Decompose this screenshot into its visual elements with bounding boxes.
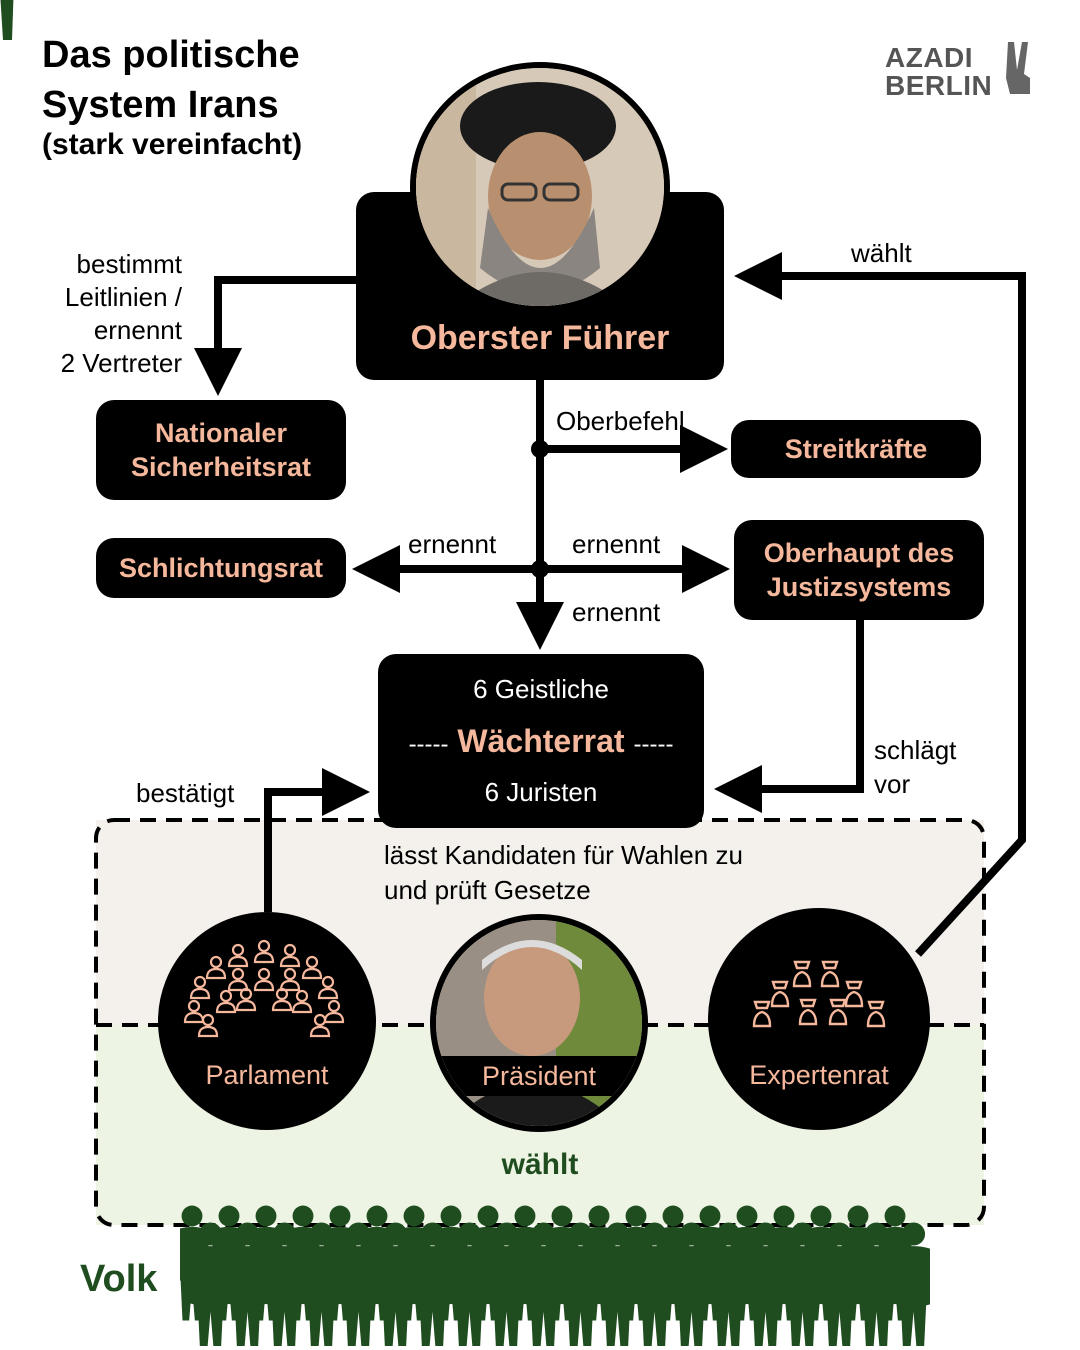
person-icon — [235, 987, 257, 1012]
expert-icon — [770, 980, 790, 1008]
armed-forces-box: Streitkräfte — [731, 420, 981, 478]
label-elects-leader: wählt — [851, 238, 912, 268]
guardian-council-title: ----- Wächterrat ----- — [408, 722, 674, 759]
label-proposes: schlägt vor — [874, 735, 957, 799]
crowd-person — [892, 1222, 930, 1346]
person-icon — [253, 939, 275, 964]
expert-icon — [798, 998, 818, 1026]
person-icon — [205, 955, 227, 980]
people-silhouettes — [180, 1205, 930, 1346]
expert-icon — [820, 960, 840, 988]
person-icon — [279, 943, 301, 968]
security-council-box: Nationaler Sicherheitsrat — [96, 400, 346, 500]
person-icon — [317, 975, 339, 1000]
edge-proposes — [714, 618, 864, 813]
person-icon — [197, 1013, 219, 1038]
label-vetting: lässt Kandidaten für Wahlen zu und prüft… — [384, 840, 743, 905]
label-appoints-left: ernennt — [408, 529, 497, 559]
label-command: Oberbefehl — [556, 406, 685, 436]
person-icon — [215, 989, 237, 1014]
person-icon — [291, 989, 313, 1014]
parliament-circle: Parlament — [158, 912, 376, 1130]
judiciary-head-box: Oberhaupt des Justizsystems — [734, 520, 984, 620]
person-icon — [227, 943, 249, 968]
people-crowd — [0, 0, 14, 40]
person-icon — [227, 967, 249, 992]
experts-label: Expertenrat — [749, 1060, 889, 1090]
page-subtitle: (stark vereinfacht) — [42, 128, 303, 161]
experts-circle: Expertenrat — [708, 908, 930, 1130]
edge-elects-leader — [734, 252, 1026, 957]
person-icon — [301, 955, 323, 980]
expert-icon — [828, 998, 848, 1026]
person-icon — [271, 987, 293, 1012]
person-icon — [309, 1013, 331, 1038]
expediency-council-box: Schlichtungsrat — [96, 538, 346, 598]
expert-icon — [792, 960, 812, 988]
supreme-leader-portrait — [410, 62, 670, 312]
brand-logo: AZADI BERLIN — [885, 42, 993, 101]
junction-command — [531, 440, 549, 458]
peace-hand-icon — [1006, 42, 1030, 94]
person-icon — [279, 967, 301, 992]
guardian-clerics: 6 Geistliche — [473, 674, 609, 704]
label-appoints-down: ernennt — [572, 597, 661, 627]
parliament-label: Parlament — [205, 1060, 329, 1090]
guardian-jurists: 6 Juristen — [484, 777, 598, 807]
expert-icon — [752, 1000, 772, 1028]
expert-icon — [844, 980, 864, 1008]
person-icon — [323, 999, 345, 1024]
label-determines: bestimmt Leitlinien / ernennt 2 Vertrete… — [60, 249, 182, 378]
parliament-members-icon — [183, 939, 345, 1038]
president-label: Präsident — [436, 1056, 642, 1096]
label-elects-people: wählt — [501, 1148, 579, 1181]
page-title: Das politische System Irans — [42, 34, 300, 126]
person-icon — [189, 975, 211, 1000]
expert-icon — [866, 1000, 886, 1028]
edge-leader-security — [194, 276, 358, 396]
president-circle: Präsident — [430, 914, 648, 1132]
label-appoints-right: ernennt — [572, 529, 661, 559]
junction-appoints — [531, 560, 549, 578]
supreme-leader-label: Oberster Führer — [410, 319, 670, 357]
leader-figure-icon — [416, 68, 664, 306]
person-icon — [183, 999, 205, 1024]
people-label: Volk — [80, 1258, 158, 1300]
experts-members-icon — [752, 960, 886, 1028]
guardian-council-box: 6 Geistliche ----- Wächterrat ----- 6 Ju… — [378, 654, 704, 828]
edge-confirms — [264, 768, 370, 912]
person-icon — [253, 967, 275, 992]
label-confirms: bestätigt — [136, 778, 235, 808]
